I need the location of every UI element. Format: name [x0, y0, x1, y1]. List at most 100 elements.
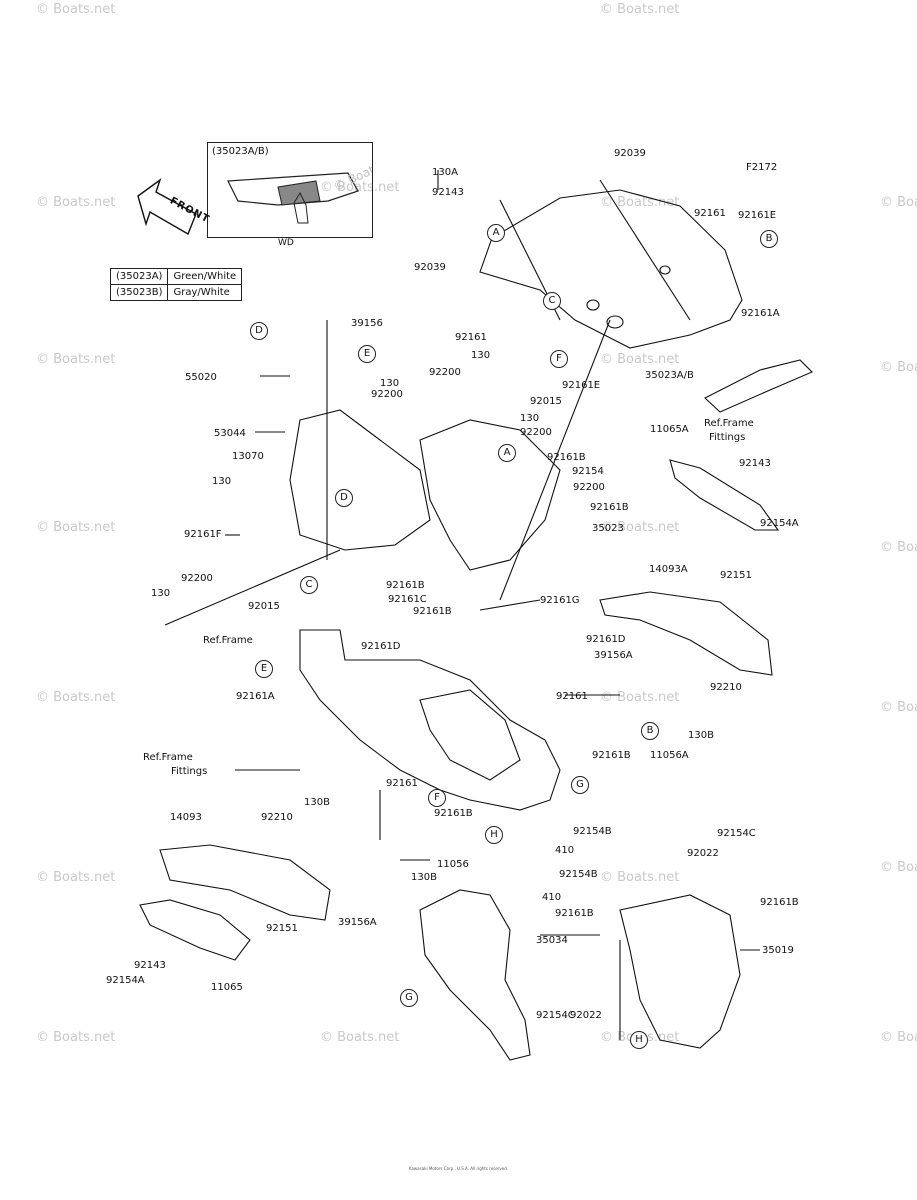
part-callout: 35023 — [592, 523, 624, 534]
color-table: (35023A) Green/White (35023B) Gray/White — [109, 268, 243, 301]
watermark: © Boats.net — [880, 700, 917, 715]
part-callout: 130B — [411, 872, 437, 883]
part-callout: 92161A — [741, 308, 780, 319]
reference-letter: A — [498, 444, 516, 462]
side-cover-right — [599, 591, 773, 676]
part-code: (35023A) — [109, 268, 169, 285]
part-callout: Ref.Frame — [203, 635, 253, 646]
part-callout: Fittings — [709, 432, 746, 443]
reference-letter: C — [543, 292, 561, 310]
watermark: © Boats.net — [36, 195, 116, 210]
watermark: © Boats.net — [36, 870, 116, 885]
part-callout: 92154C — [717, 828, 756, 839]
side-trim-left — [139, 899, 251, 961]
part-callout: 39156A — [594, 650, 633, 661]
part-callout: 410 — [555, 845, 575, 856]
inset-title: (35023A/B) — [212, 146, 269, 157]
part-callout: 53044 — [214, 428, 246, 439]
part-callout: 92151 — [266, 923, 298, 934]
part-callout: 92039 — [614, 148, 646, 159]
part-callout: 11065A — [650, 424, 689, 435]
reference-letter: E — [255, 660, 273, 678]
part-callout: 35023A/B — [645, 370, 694, 381]
reference-letter: E — [358, 345, 376, 363]
part-callout: 130 — [151, 588, 171, 599]
part-callout: 14093A — [649, 564, 688, 575]
part-callout: 92015 — [248, 601, 280, 612]
reference-letter: H — [485, 826, 503, 844]
watermark: © Boats.net — [880, 540, 917, 555]
reference-letter: B — [641, 722, 659, 740]
part-callout: 92161B — [547, 452, 586, 463]
watermark: © Boats.net — [600, 352, 680, 367]
part-callout: 92161E — [562, 380, 601, 391]
watermark: © Boats.net — [36, 520, 116, 535]
part-callout: 55020 — [185, 372, 217, 383]
part-callout: 130 — [380, 378, 400, 389]
part-callout: 92015 — [530, 396, 562, 407]
part-callout: 92161E — [738, 210, 777, 221]
watermark: © Boats.net — [320, 1030, 400, 1045]
part-callout: 92154 — [572, 466, 604, 477]
part-callout: 92200 — [520, 427, 552, 438]
part-callout: 130 — [520, 413, 540, 424]
part-callout: 92154A — [106, 975, 145, 986]
watermark: © Boats.net — [880, 360, 917, 375]
lower-cover-right — [619, 894, 741, 1049]
frame-bracket-outline — [289, 409, 431, 551]
part-callout: 92151 — [720, 570, 752, 581]
watermark: © Boats.net — [600, 2, 680, 17]
watermark: © Boats.net — [600, 870, 680, 885]
reference-letter: A — [487, 224, 505, 242]
part-callout: 92200 — [181, 573, 213, 584]
watermark: © Boats.net — [36, 690, 116, 705]
part-callout: 39156 — [351, 318, 383, 329]
reference-letter: G — [571, 776, 589, 794]
color-row: (35023B) Gray/White — [109, 284, 243, 301]
watermark: © Boats.net — [880, 1030, 917, 1045]
part-callout: 92210 — [261, 812, 293, 823]
front-arrow-icon — [137, 178, 197, 236]
side-cover-left — [159, 844, 331, 921]
watermark: © Boats.net — [600, 195, 680, 210]
part-callout: 92200 — [573, 482, 605, 493]
reference-letter: F — [428, 789, 446, 807]
inset-drawing: © Boats.net — [227, 150, 372, 224]
part-callout: 92143 — [432, 187, 464, 198]
part-callout: 35019 — [762, 945, 794, 956]
part-callout: 92200 — [429, 367, 461, 378]
part-callout: 92161C — [388, 594, 427, 605]
watermark: © Boats.net — [600, 690, 680, 705]
part-callout: Fittings — [171, 766, 208, 777]
watermark: © Boats.net — [36, 2, 116, 17]
part-callout: 11056 — [437, 859, 469, 870]
part-code: (35023B) — [109, 284, 169, 301]
part-callout: Ref.Frame — [143, 752, 193, 763]
figure-code: F2172 — [746, 162, 778, 173]
reference-letter: F — [550, 350, 568, 368]
part-callout: 92154A — [760, 518, 799, 529]
part-callout: 130 — [471, 350, 491, 361]
part-callout: 11065 — [211, 982, 243, 993]
part-callout: 14093 — [170, 812, 202, 823]
main-frame-outline — [299, 629, 561, 811]
part-callout: 92161G — [540, 595, 580, 606]
part-callout: 92161B — [592, 750, 631, 761]
part-callout: 92161 — [694, 208, 726, 219]
part-callout: 13070 — [232, 451, 264, 462]
watermark: © Boats.net — [880, 860, 917, 875]
lower-cover-left — [419, 889, 531, 1061]
part-callout: 92154B — [559, 869, 598, 880]
part-callout: 130B — [688, 730, 714, 741]
part-callout: 92200 — [371, 389, 403, 400]
part-callout: 35034 — [536, 935, 568, 946]
watermark: © Boats.net — [880, 195, 917, 210]
reference-letter: B — [760, 230, 778, 248]
part-callout: 92161F — [184, 529, 222, 540]
part-callout: 92161D — [586, 634, 626, 645]
part-callout: 130A — [432, 167, 458, 178]
part-callout: 92161 — [455, 332, 487, 343]
side-trim-right — [669, 459, 780, 531]
reference-letter: D — [250, 322, 268, 340]
